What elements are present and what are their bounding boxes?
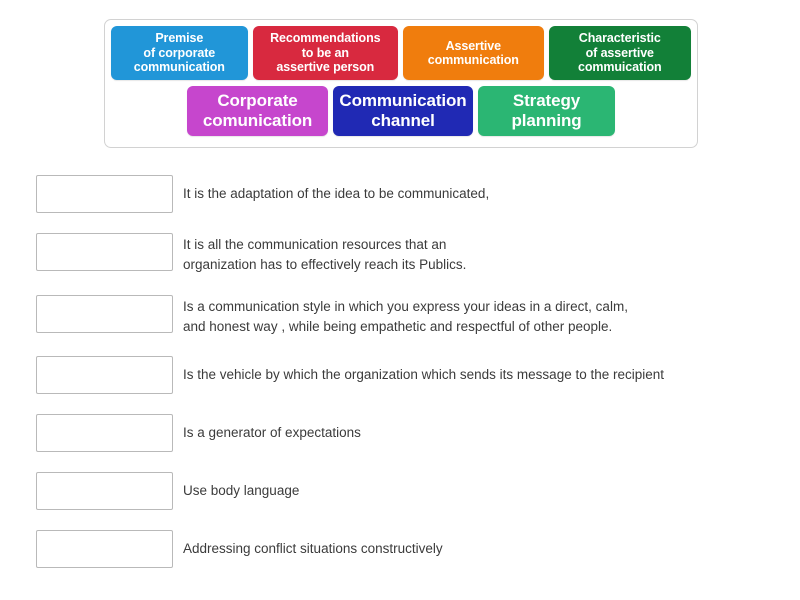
tile-communication-channel[interactable]: Communication channel [333,86,473,136]
tile-corporate-comunication[interactable]: Corporate comunication [187,86,328,136]
answer-row: It is the adaptation of the idea to be c… [36,175,776,213]
answer-text-3: Is a communication style in which you ex… [183,298,628,334]
dropzone-5[interactable] [36,414,173,453]
answer-rows: It is the adaptation of the idea to be c… [36,175,776,588]
answer-row: It is all the communication resources th… [36,233,776,275]
dropzone-2[interactable] [36,233,173,271]
dropzone-6[interactable] [36,472,173,511]
tile-bank-row-2: Corporate comunication Communication cha… [111,86,691,136]
tile-strategy-planning[interactable]: Strategy planning [478,86,615,136]
tile-recommendations[interactable]: Recommendations to be an assertive perso… [252,26,399,80]
tile-premise[interactable]: Premise of corporate communication [111,26,248,80]
answer-row: Is the vehicle by which the organization… [36,356,776,395]
answer-text-5: Is a generator of expectations [183,425,361,441]
dropzone-7[interactable] [36,530,173,569]
answer-text-7: Addressing conflict situations construct… [183,541,443,557]
dropzone-3[interactable] [36,294,173,333]
tile-bank-row-1: Premise of corporate communication Recom… [111,26,691,80]
answer-text-1: It is the adaptation of the idea to be c… [183,186,490,201]
dropzone-1[interactable] [36,175,173,213]
draggable-tile-bank: Premise of corporate communication Recom… [104,19,698,148]
answer-row: Is a generator of expectations [36,414,776,453]
dropzone-4[interactable] [36,356,173,395]
answer-text-6: Use body language [183,483,300,499]
tile-characteristic[interactable]: Characteristic of assertive commuication [548,26,691,80]
answer-row: Is a communication style in which you ex… [36,294,776,337]
answer-text-2: It is all the communication resources th… [183,237,467,272]
answer-row: Use body language [36,472,776,511]
tile-assertive-communication[interactable]: Assertive communication [403,26,544,80]
answer-text-4: Is the vehicle by which the organization… [183,367,665,383]
answer-row: Addressing conflict situations construct… [36,530,776,569]
